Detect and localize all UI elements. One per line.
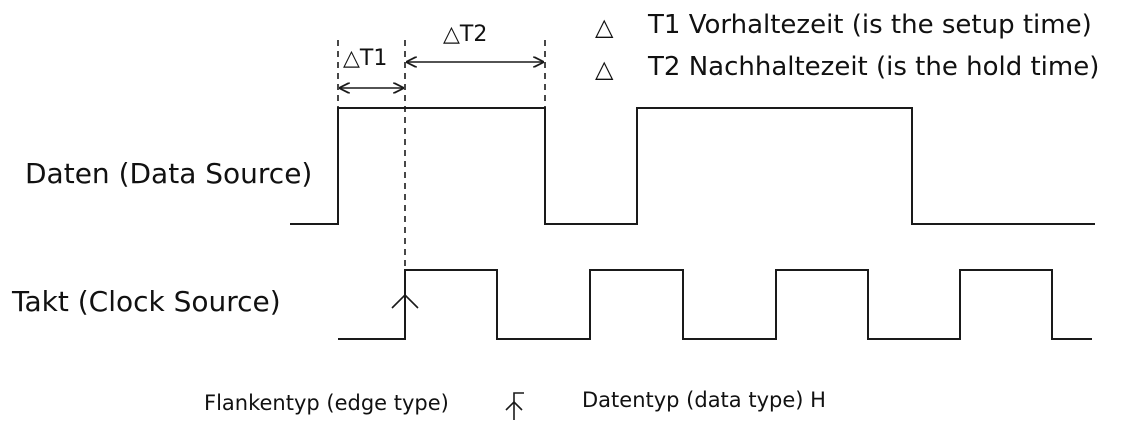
data-waveform (290, 107, 1095, 225)
edge-type-label: Flankentyp (edge type) (204, 391, 449, 415)
clock-rising-edge-icon (391, 293, 419, 309)
legend-item-setup-symbol: △ (595, 13, 614, 41)
legend-item-setup-text: T1 Vorhaltezeit (is the setup time) (648, 10, 1092, 40)
rising-edge-icon (505, 392, 524, 420)
t1-label: △T1 (343, 46, 388, 71)
clock-waveform (338, 269, 1092, 340)
legend-item-hold-text: T2 Nachhaltezeit (is the hold time) (648, 52, 1100, 82)
data-type-label: Datentyp (data type) H (582, 388, 826, 412)
legend-item-hold-symbol: △ (595, 55, 614, 83)
t2-label: △T2 (443, 22, 488, 47)
data-source-label: Daten (Data Source) (25, 157, 313, 190)
clock-source-label: Takt (Clock Source) (12, 285, 281, 318)
